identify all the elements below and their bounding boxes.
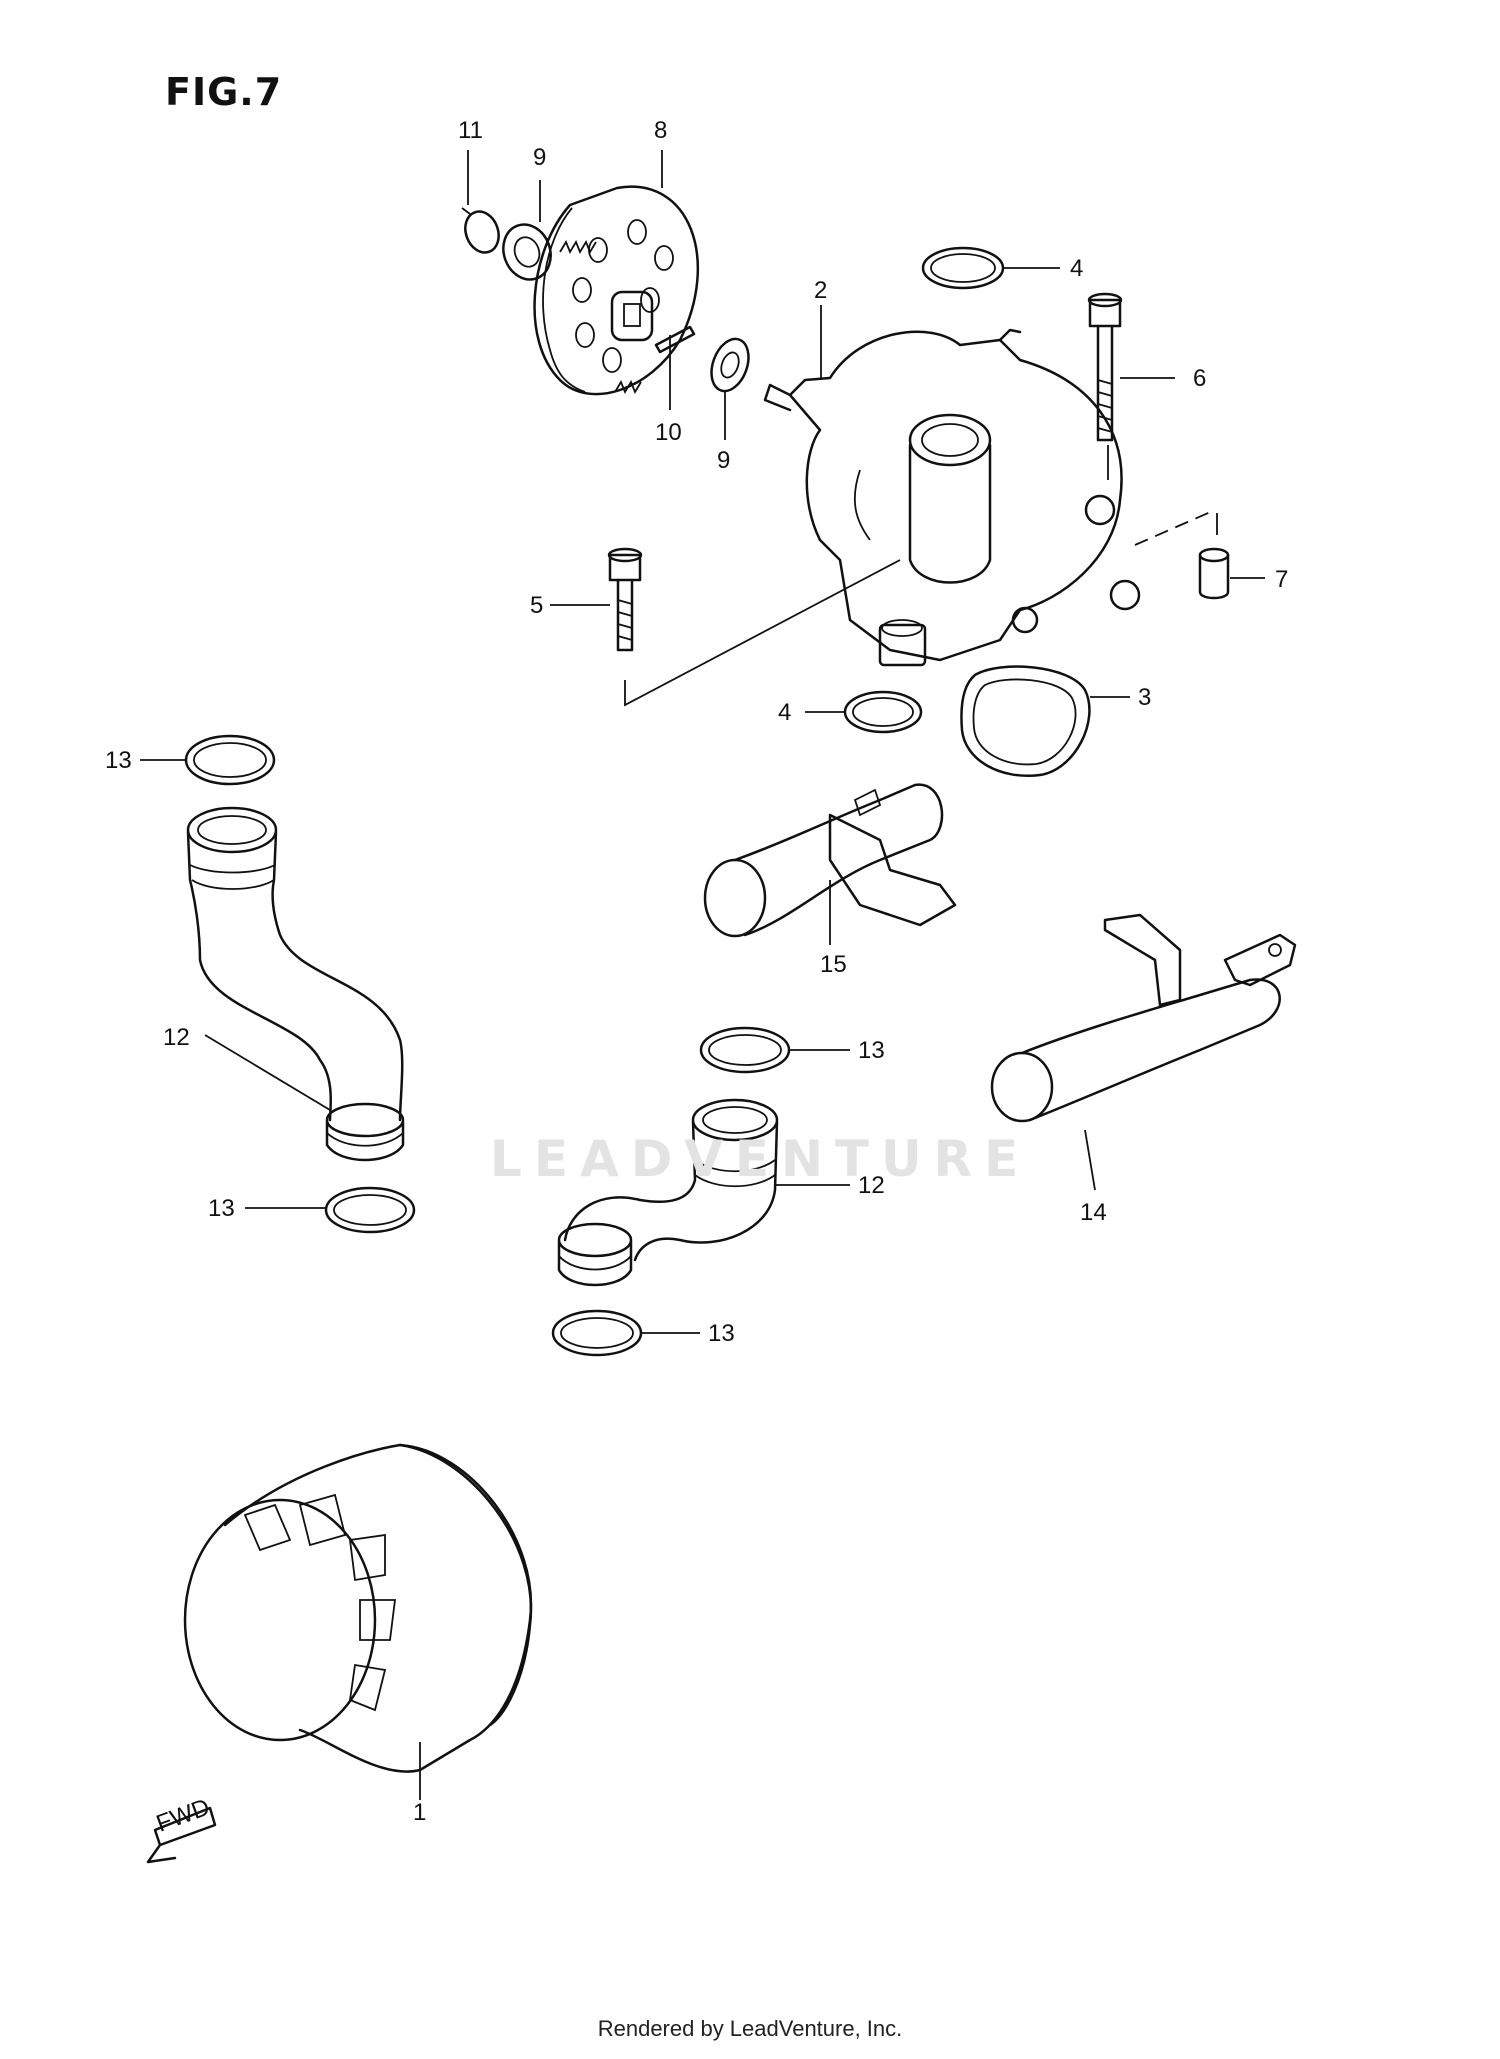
o-ring-part-13d[interactable]	[551, 1309, 643, 1357]
oil-hose-part-12b[interactable]	[557, 1098, 779, 1287]
oil-pump-gear-part[interactable]	[533, 185, 700, 396]
oil-hose-part-12a[interactable]	[186, 806, 405, 1162]
o-ring-part-13a[interactable]	[184, 734, 276, 786]
callout-11: 11	[458, 117, 483, 144]
callout-4-upper: 4	[1070, 255, 1083, 282]
circlip-part[interactable]	[460, 207, 504, 257]
callout-5: 5	[530, 592, 543, 619]
callout-2: 2	[814, 277, 827, 304]
callout-10: 10	[655, 419, 682, 446]
callout-8: 8	[654, 117, 667, 144]
washer-part-lower[interactable]	[705, 334, 755, 396]
callout-13-b: 13	[208, 1195, 235, 1222]
pin-part[interactable]	[654, 325, 696, 354]
callout-12-b: 12	[858, 1172, 885, 1199]
callout-14: 14	[1080, 1199, 1107, 1226]
callout-3: 3	[1138, 684, 1151, 711]
bolt-part-6[interactable]	[1087, 292, 1123, 442]
callout-13-d: 13	[708, 1320, 735, 1347]
forward-arrow-label: FWD	[153, 1794, 214, 1838]
callout-15: 15	[820, 951, 847, 978]
callout-13-c: 13	[858, 1037, 885, 1064]
figure-title: FIG.7	[165, 70, 283, 114]
callout-1: 1	[413, 1799, 426, 1826]
o-ring-part-upper[interactable]	[921, 246, 1005, 290]
callout-9-lower: 9	[717, 447, 730, 474]
dowel-pin-part[interactable]	[1198, 547, 1230, 600]
leader-lines	[140, 150, 1265, 1800]
oil-filter-part[interactable]	[183, 1443, 533, 1773]
o-ring-part-lower[interactable]	[843, 690, 923, 734]
o-ring-part-13b[interactable]	[324, 1186, 416, 1234]
gasket-part[interactable]	[960, 665, 1091, 778]
oil-pipe-part-14[interactable]	[990, 913, 1297, 1123]
oil-pump-body-part[interactable]	[763, 328, 1141, 667]
forward-direction-arrow-icon: FWD	[146, 1794, 217, 1864]
callout-4-lower: 4	[778, 699, 791, 726]
callout-numbers: 11 9 8 2 4 6 7 5 4 3 10 9 13 12 13 15 13…	[105, 117, 1288, 1826]
footer-credit: Rendered by LeadVenture, Inc.	[597, 2016, 903, 2041]
callout-13-a: 13	[105, 747, 132, 774]
oil-pipe-part-15[interactable]	[703, 783, 957, 938]
callout-6: 6	[1193, 365, 1206, 392]
callout-9-upper: 9	[533, 144, 546, 171]
bolt-part-5[interactable]	[607, 547, 643, 652]
o-ring-part-13c[interactable]	[699, 1026, 791, 1074]
watermark: LEADVENTURE	[490, 1130, 1031, 1188]
callout-12-a: 12	[163, 1024, 190, 1051]
callout-7: 7	[1275, 566, 1288, 593]
